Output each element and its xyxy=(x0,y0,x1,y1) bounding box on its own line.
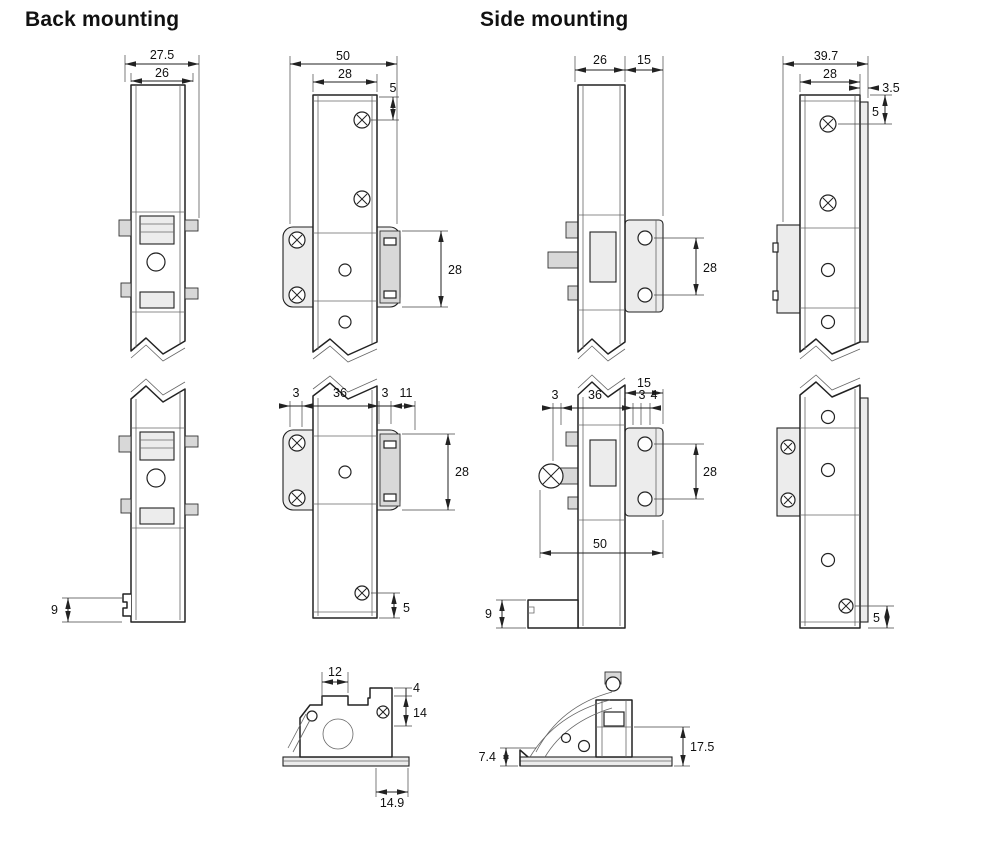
dim-center-span: 36 xyxy=(588,388,602,402)
dim-body-width: 26 xyxy=(593,53,607,67)
fig-back-side-upper: 27.5 26 xyxy=(118,48,200,362)
dim-lever-height: 7.4 xyxy=(479,750,496,764)
dim-hole-pitch: 28 xyxy=(703,465,717,479)
dim-screw-offset: 5 xyxy=(872,105,879,119)
hinge-pin xyxy=(605,676,621,692)
side-flange xyxy=(859,101,869,343)
dim-step-height: 4 xyxy=(413,681,420,695)
base-plate xyxy=(282,756,410,767)
dim-total-width: 39.7 xyxy=(814,49,838,63)
fig-side-side-lower: 15 3 36 3 4 28 50 9 xyxy=(485,374,717,629)
dim-tab-width: 11 xyxy=(400,386,413,400)
dim-edge-offset-right: 3 xyxy=(639,388,646,402)
dim-back-outer-width: 27.5 xyxy=(150,48,174,62)
fig-side-front-upper: 39.7 28 3.5 5 xyxy=(772,49,900,362)
dim-hole-pitch: 28 xyxy=(703,261,717,275)
dim-hole-pitch: 28 xyxy=(455,465,469,479)
fig-back-front-upper: 50 28 5 28 xyxy=(282,49,462,363)
fig-side-side-upper: 26 15 28 xyxy=(547,53,717,362)
dim-bracket-width: 15 xyxy=(637,376,651,390)
dim-slot-offset: 4 xyxy=(651,388,658,402)
fig-side-front-lower: 5 xyxy=(776,374,894,629)
fig-back-side-lower: 9 xyxy=(51,378,199,623)
mounting-foot xyxy=(527,599,579,629)
dim-plate-depth: 14.9 xyxy=(380,796,404,810)
dim-overall-height: 17.5 xyxy=(690,740,714,754)
back-mounting-title: Back mounting xyxy=(25,8,180,31)
dim-edge-offset-left: 3 xyxy=(552,388,559,402)
dim-bracket-width: 15 xyxy=(637,53,651,67)
latch-tab xyxy=(118,219,132,237)
base-plate xyxy=(519,756,673,767)
fig-back-front-lower: 3 36 3 11 28 5 xyxy=(279,375,469,619)
screw-hole xyxy=(146,252,166,272)
dim-screw-offset: 5 xyxy=(873,611,880,625)
dim-hole-pitch: 28 xyxy=(448,263,462,277)
dim-foot-height: 9 xyxy=(485,607,492,621)
din-rail-hook xyxy=(122,593,131,617)
dim-screw-offset: 5 xyxy=(403,601,410,615)
dim-body-width: 28 xyxy=(338,67,352,81)
dim-total-width: 50 xyxy=(593,537,607,551)
dim-flange-thickness: 3.5 xyxy=(882,81,899,95)
dim-body-width: 28 xyxy=(823,67,837,81)
dim-top-notch: 12 xyxy=(328,665,342,679)
dim-edge-offset-left: 3 xyxy=(293,386,300,400)
dim-plate-width: 50 xyxy=(336,49,350,63)
dim-screw-offset: 5 xyxy=(390,81,397,95)
side-mounting-title: Side mounting xyxy=(480,8,629,31)
fig-back-bottom-view: 12 4 14 14.9 xyxy=(282,665,427,810)
dim-back-foot-height: 9 xyxy=(51,603,58,617)
fig-side-bottom-view: 7.4 17.5 xyxy=(479,671,714,767)
dim-edge-offset-right: 3 xyxy=(382,386,389,400)
dim-center-span: 36 xyxy=(333,386,347,400)
dim-body-depth: 14 xyxy=(413,706,427,720)
dim-back-inner-width: 26 xyxy=(155,66,169,80)
